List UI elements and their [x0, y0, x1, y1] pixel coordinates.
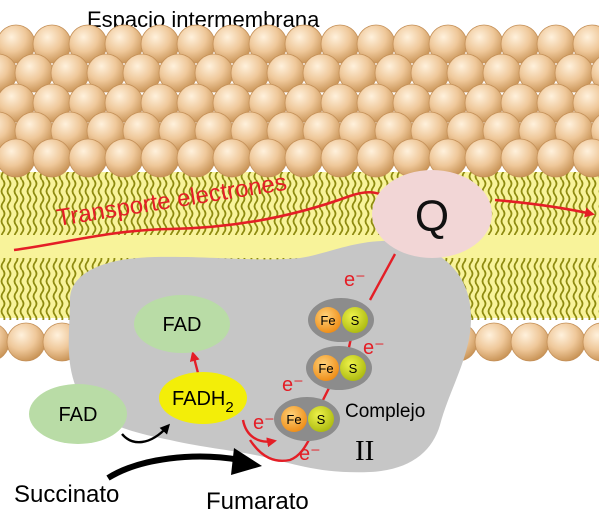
- svg-text:S: S: [351, 313, 360, 328]
- fumarate-label: Fumarato: [206, 488, 309, 515]
- lipid-head: [284, 138, 324, 178]
- lipid-head: [464, 138, 504, 178]
- succinate-to-fumarate-arrow: [106, 453, 241, 481]
- lipid-head: [0, 138, 36, 178]
- electron-label-5: e⁻: [299, 443, 321, 465]
- electron-label-2: e⁻: [363, 337, 385, 359]
- lipid-head: [68, 138, 108, 178]
- svg-text:Fe: Fe: [286, 412, 301, 427]
- lipid-head: [320, 138, 360, 178]
- svg-text:S: S: [349, 361, 358, 376]
- fadh2-to-cluster-arrow: [241, 419, 277, 448]
- complex-ii-roman: II: [355, 435, 374, 467]
- fad-substrate-ellipse: [29, 384, 127, 444]
- svg-text:Fe: Fe: [318, 361, 333, 376]
- ubiquinone-q: [372, 170, 492, 258]
- fad-product-label: FAD: [163, 314, 202, 336]
- ubiquinone-label: Q: [415, 192, 449, 241]
- lipid-head: [582, 322, 599, 362]
- upper-lipid-tails: [0, 172, 599, 235]
- lipid-head: [510, 322, 550, 362]
- lipid-head: [6, 322, 46, 362]
- complex-ii-name: Complejo: [345, 401, 425, 422]
- electron-label-3: e⁻: [282, 374, 304, 396]
- fe-s-cluster-bottom: Fe S: [274, 397, 340, 441]
- fad-to-fadh2-arrow: [121, 423, 171, 444]
- fadh2-ellipse: [159, 372, 247, 424]
- lipid-head: [572, 138, 599, 178]
- svg-text:Fe: Fe: [320, 313, 335, 328]
- electron-label-4: e⁻: [253, 412, 275, 434]
- lipid-head: [500, 138, 540, 178]
- lipid-head: [32, 138, 72, 178]
- electron-label-1: e⁻: [344, 269, 366, 291]
- lipid-head: [176, 138, 216, 178]
- fad-substrate-label: FAD: [59, 404, 98, 426]
- fe-s-cluster-middle: Fe S: [306, 346, 372, 390]
- lipid-head: [590, 57, 599, 89]
- lipid-head: [356, 138, 396, 178]
- complex-ii-body: [68, 240, 472, 473]
- lipid-head: [104, 138, 144, 178]
- lipid-head: [572, 24, 599, 64]
- lipid-head: [474, 322, 514, 362]
- lipid-head: [140, 138, 180, 178]
- succinate-label: Succinato: [14, 481, 119, 508]
- fad-product-ellipse: [134, 295, 230, 353]
- svg-text:S: S: [317, 412, 326, 427]
- upper-lipid-heads: [0, 24, 599, 178]
- fe-s-cluster-top: Fe S: [308, 298, 374, 342]
- lipid-head: [212, 138, 252, 178]
- electron-transport-arrow: [13, 190, 592, 252]
- succinate-to-fumarate-arrowhead: [231, 448, 262, 475]
- lipid-head: [536, 138, 576, 178]
- fadh2-label: FADH2: [172, 388, 234, 416]
- lipid-head: [546, 322, 586, 362]
- fadh2-to-fad-arrow: [189, 351, 200, 374]
